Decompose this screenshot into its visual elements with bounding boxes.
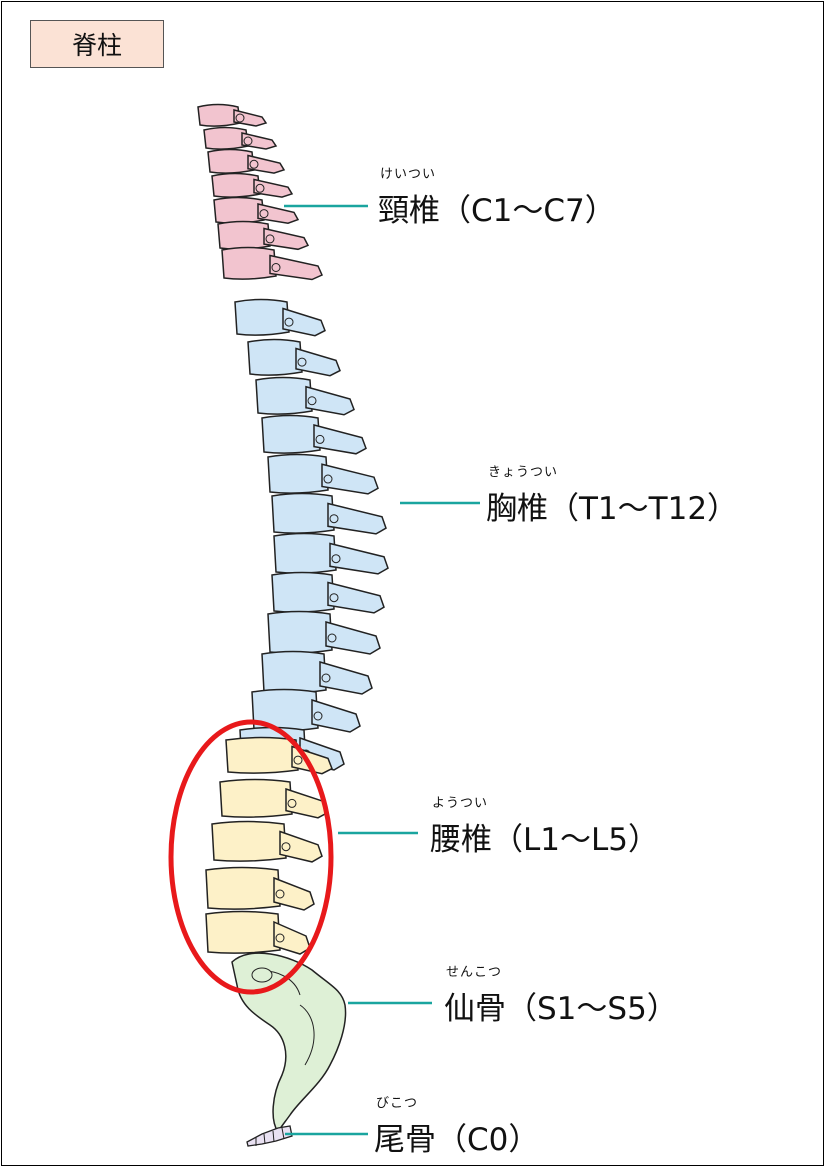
thoracic-vertebra-1 bbox=[234, 298, 326, 337]
cervical-vertebra-4 bbox=[211, 172, 294, 198]
thoracic-vertebra-9 bbox=[267, 610, 381, 655]
sacrum-bone bbox=[231, 952, 347, 1134]
thoracic-vertebra-7 bbox=[273, 532, 389, 575]
label-lumbar: ようつい 腰椎（L1〜L5） bbox=[430, 796, 659, 859]
label-coccyx-text: 尾骨（C0） bbox=[374, 1122, 540, 1158]
thoracic-vertebra-5 bbox=[267, 453, 379, 495]
ruby-sacrum: せんこつ bbox=[446, 965, 503, 980]
thoracic-vertebra-2 bbox=[247, 338, 341, 377]
thoracic-vertebra-6 bbox=[271, 492, 387, 535]
label-thoracic: きょうつい 胸椎（T1〜T12） bbox=[486, 465, 739, 528]
lumbar-vertebra-4 bbox=[205, 866, 315, 911]
thoracic-vertebra-4 bbox=[261, 414, 367, 455]
label-cervical-text: 頸椎（C1〜C7） bbox=[378, 193, 616, 229]
label-sacrum-text: 仙骨（S1〜S5） bbox=[444, 991, 678, 1027]
label-thoracic-text: 胸椎（T1〜T12） bbox=[486, 491, 739, 527]
thoracic-vertebra-8 bbox=[271, 571, 385, 614]
ruby-thoracic: きょうつい bbox=[488, 465, 559, 480]
lumbar-vertebra-3 bbox=[211, 820, 323, 863]
cervical-vertebra-3 bbox=[207, 148, 286, 174]
ruby-cervical: けいつい bbox=[380, 167, 437, 182]
cervical-vertebra-6 bbox=[217, 220, 310, 251]
cervical-vertebra-2 bbox=[203, 126, 278, 150]
cervical-vertebra-7 bbox=[221, 246, 323, 281]
cervical-vertebra-1 bbox=[197, 103, 268, 127]
label-lumbar-text: 腰椎（L1〜L5） bbox=[430, 822, 659, 858]
label-cervical: けいつい 頸椎（C1〜C7） bbox=[378, 167, 616, 230]
lumbar-vertebra-2 bbox=[219, 778, 329, 819]
thoracic-vertebrae bbox=[234, 298, 389, 771]
thoracic-vertebra-3 bbox=[255, 376, 355, 416]
title-box: 脊柱 bbox=[30, 20, 164, 68]
cervical-vertebra-5 bbox=[213, 196, 300, 224]
page-title: 脊柱 bbox=[71, 31, 122, 60]
cervical-vertebrae bbox=[197, 103, 323, 281]
coccyx-bone bbox=[246, 1125, 293, 1147]
label-sacrum: せんこつ 仙骨（S1〜S5） bbox=[444, 965, 678, 1028]
thoracic-vertebra-10 bbox=[261, 650, 373, 695]
ruby-lumbar: ようつい bbox=[432, 796, 489, 811]
lumbar-highlight-circle bbox=[168, 719, 334, 995]
lumbar-vertebra-5 bbox=[205, 910, 311, 955]
label-coccyx: びこつ 尾骨（C0） bbox=[374, 1096, 540, 1159]
lumbar-vertebrae bbox=[205, 736, 333, 955]
ruby-coccyx: びこつ bbox=[376, 1096, 419, 1111]
leader-lines bbox=[284, 204, 480, 1136]
